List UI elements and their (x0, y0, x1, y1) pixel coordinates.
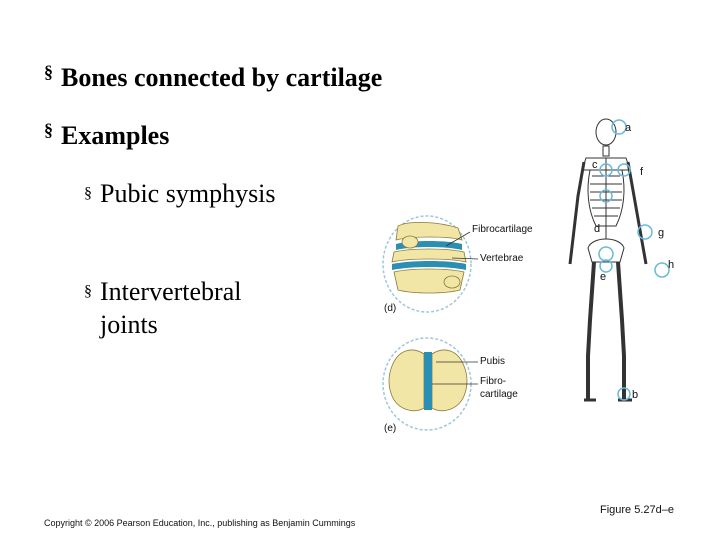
bullet-marker: § (84, 283, 92, 300)
bullet-text: Bones connected by cartilage (61, 63, 383, 92)
skeleton-letter-a: a (625, 122, 632, 134)
label-d: (d) (384, 303, 397, 314)
pubic-symphysis-illustration (382, 337, 478, 431)
joint-highlights (598, 119, 670, 401)
bullet-marker: § (44, 62, 53, 82)
label-fibro: Fibro- (480, 376, 507, 387)
label-vertebrae: Vertebrae (480, 253, 524, 264)
copyright-text: Copyright © 2006 Pearson Education, Inc.… (44, 518, 356, 528)
figure-reference: Figure 5.27d–e (600, 504, 674, 516)
skeleton-letter-g: g (658, 227, 664, 239)
bullet-intervertebral-joints: § Intervertebral joints (84, 276, 300, 341)
skeleton-illustration (568, 118, 648, 402)
skeleton-letter-e: e (600, 271, 606, 283)
bullet-text: Intervertebral joints (100, 277, 242, 339)
skeleton-letter-b: b (632, 389, 638, 401)
label-cartilage: cartilage (480, 389, 518, 400)
bullet-examples: § Examples (44, 120, 169, 151)
bullet-pubic-symphysis: § Pubic symphysis (84, 178, 300, 211)
bullet-text: Pubic symphysis (100, 179, 276, 208)
bullet-marker: § (44, 120, 53, 140)
intervertebral-joint-illustration (382, 215, 479, 313)
label-e: (e) (384, 423, 397, 434)
skeleton-letter-c: c (592, 159, 598, 171)
skeleton-letters: a b c d e f g h (592, 122, 674, 401)
skeleton-letter-d: d (594, 223, 600, 235)
bullet-text: Examples (61, 121, 170, 150)
bullet-marker: § (84, 185, 92, 202)
skeleton-letter-h: h (668, 259, 674, 271)
skeleton-letter-f: f (640, 166, 644, 178)
label-pubis: Pubis (480, 356, 506, 367)
bullet-bones-connected: § Bones connected by cartilage (44, 62, 382, 93)
label-fibrocartilage: Fibrocartilage (472, 224, 533, 235)
